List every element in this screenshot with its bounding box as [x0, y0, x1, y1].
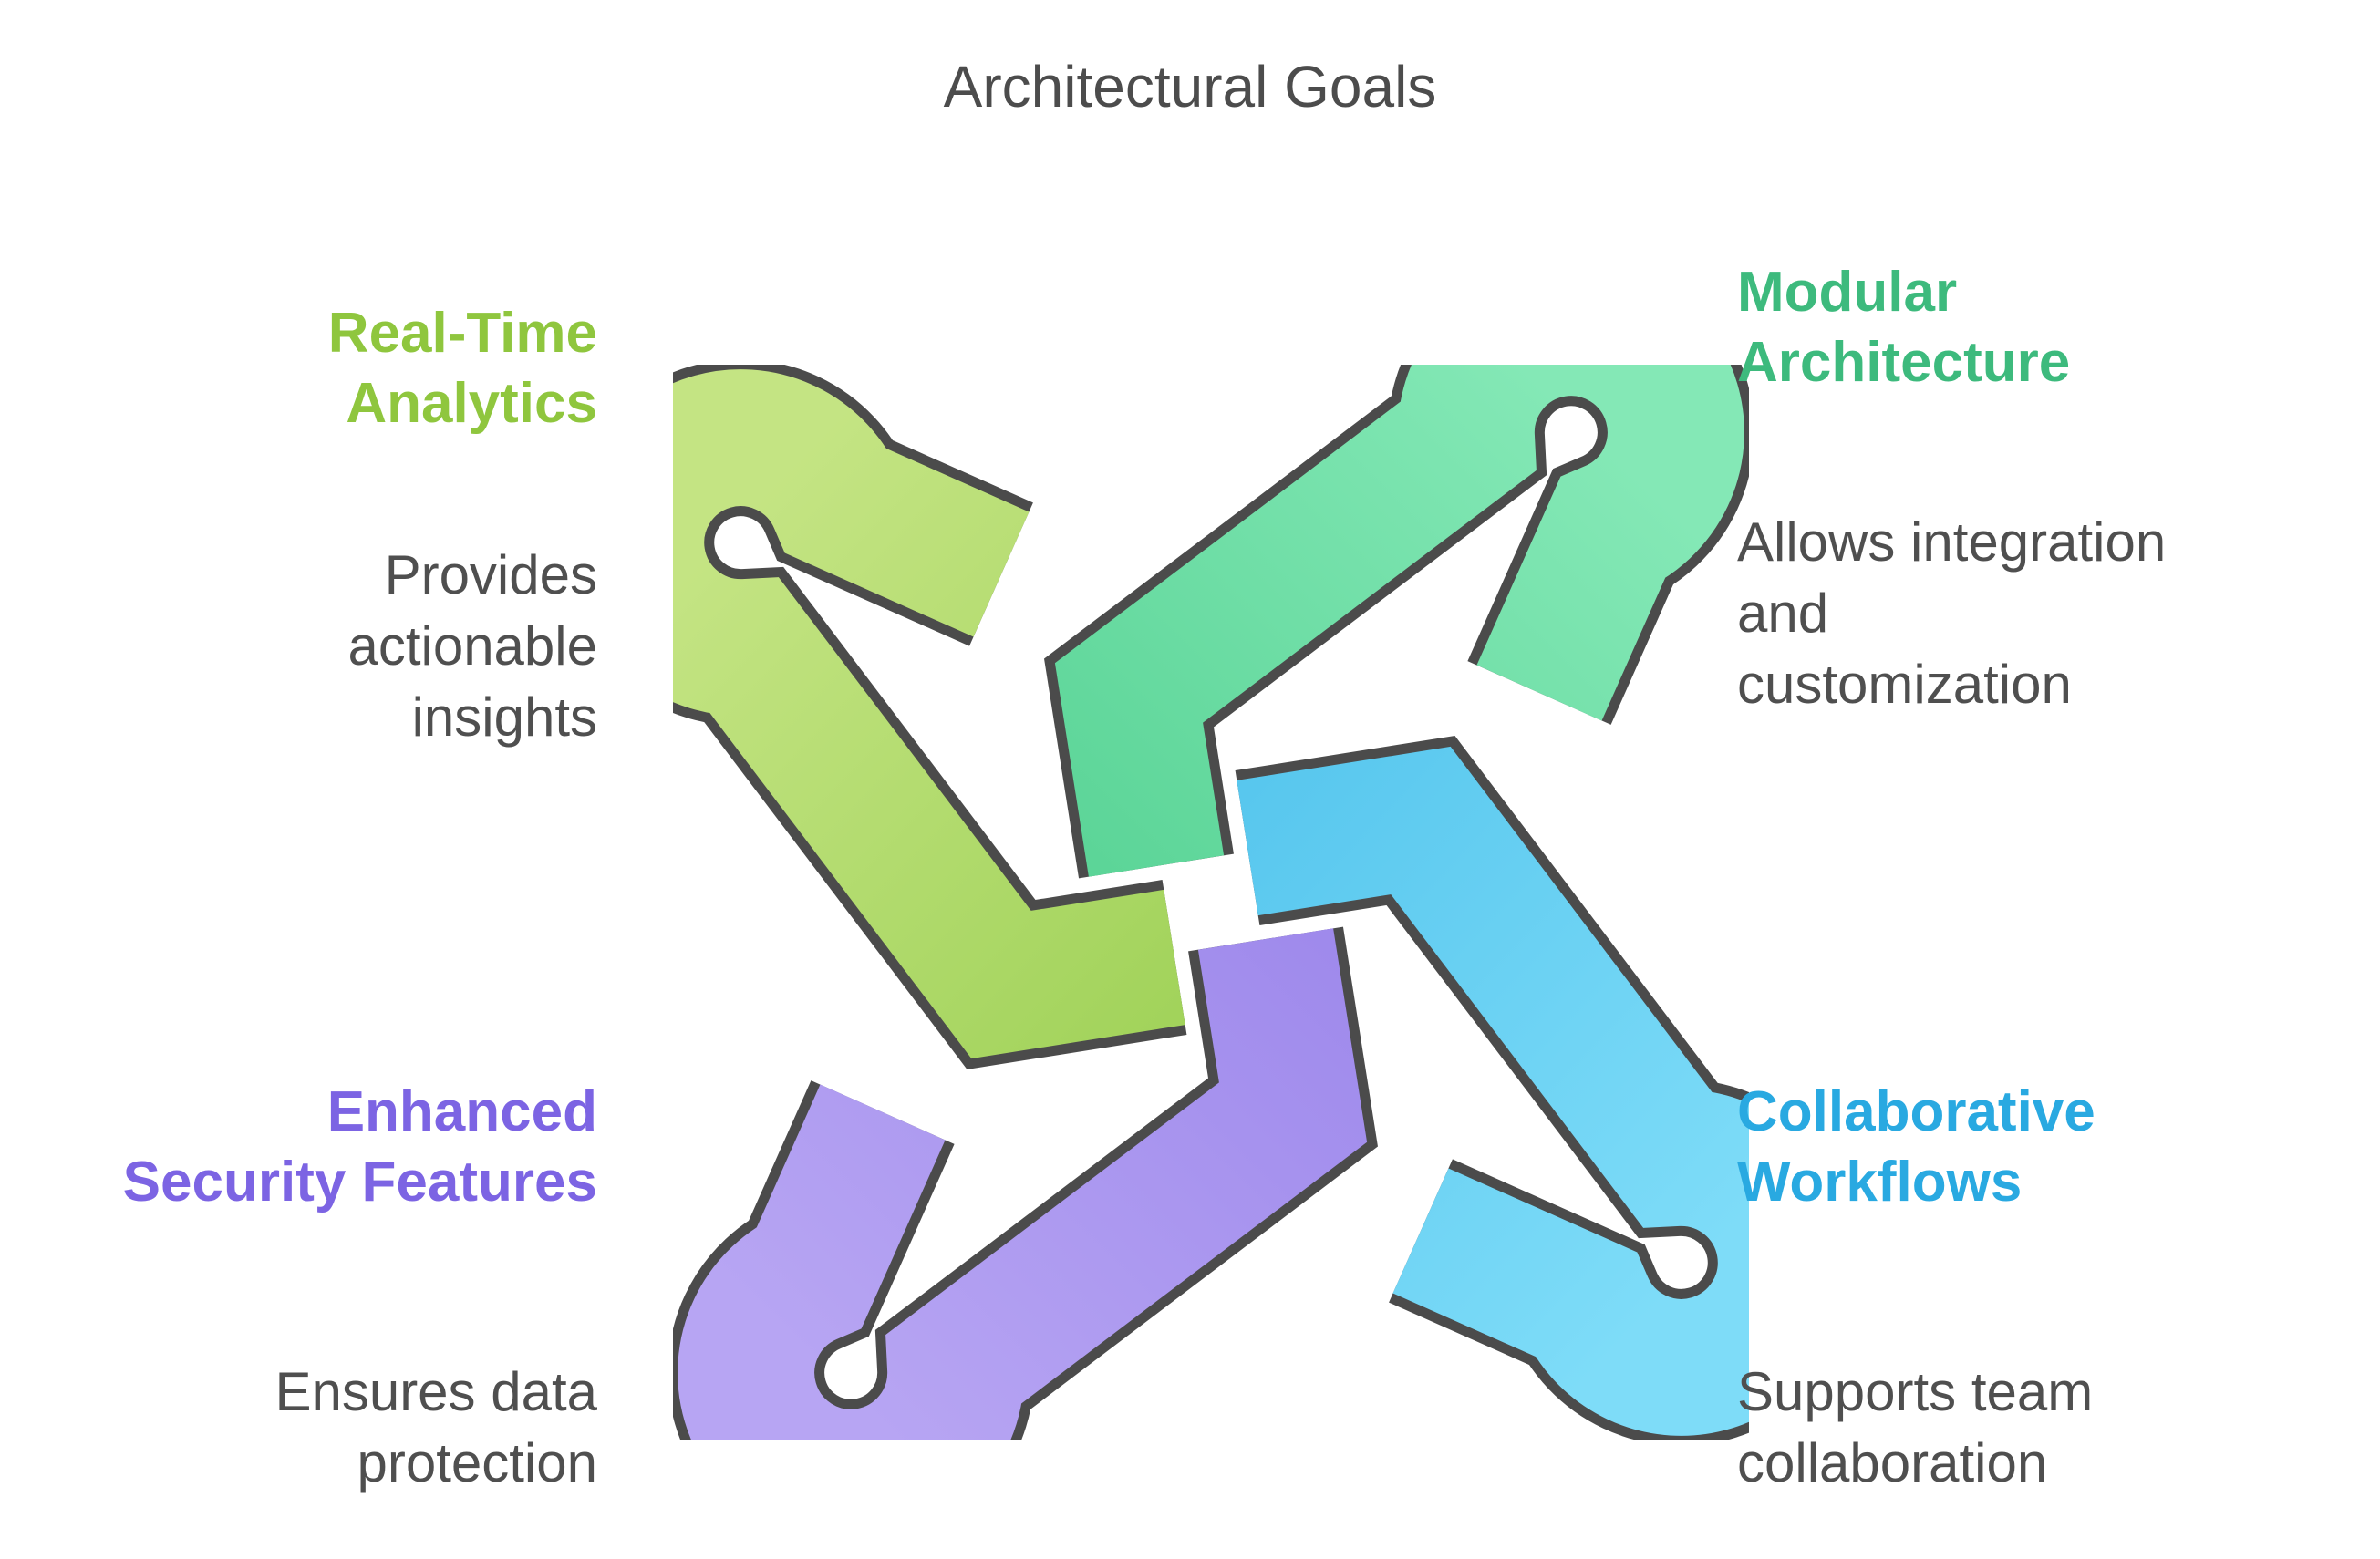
feature-desc-modular-architecture: Allows integration and customization	[1737, 511, 2167, 715]
knot-piece-top-left	[673, 365, 1187, 1069]
feature-desc-real-time-analytics: Provides actionable insights	[347, 544, 597, 748]
interlocking-knot-icon	[673, 365, 1749, 1440]
page-title: Architectural Goals	[943, 54, 1437, 119]
knot-piece-bottom-right	[1235, 736, 1749, 1440]
feature-label-modular-architecture: Modular Architecture	[1737, 261, 2071, 394]
feature-label-enhanced-security: Enhanced Security Features	[122, 1080, 597, 1213]
feature-label-collaborative-workflows: Collaborative Workflows	[1737, 1080, 2095, 1213]
feature-desc-enhanced-security: Ensures data protection	[274, 1361, 597, 1493]
feature-desc-collaborative-workflows: Supports team collaboration	[1737, 1361, 2094, 1493]
knot-piece-bottom-left	[673, 926, 1378, 1440]
feature-label-real-time-analytics: Real-Time Analytics	[327, 302, 597, 435]
knot-piece-top-right	[1044, 365, 1749, 879]
